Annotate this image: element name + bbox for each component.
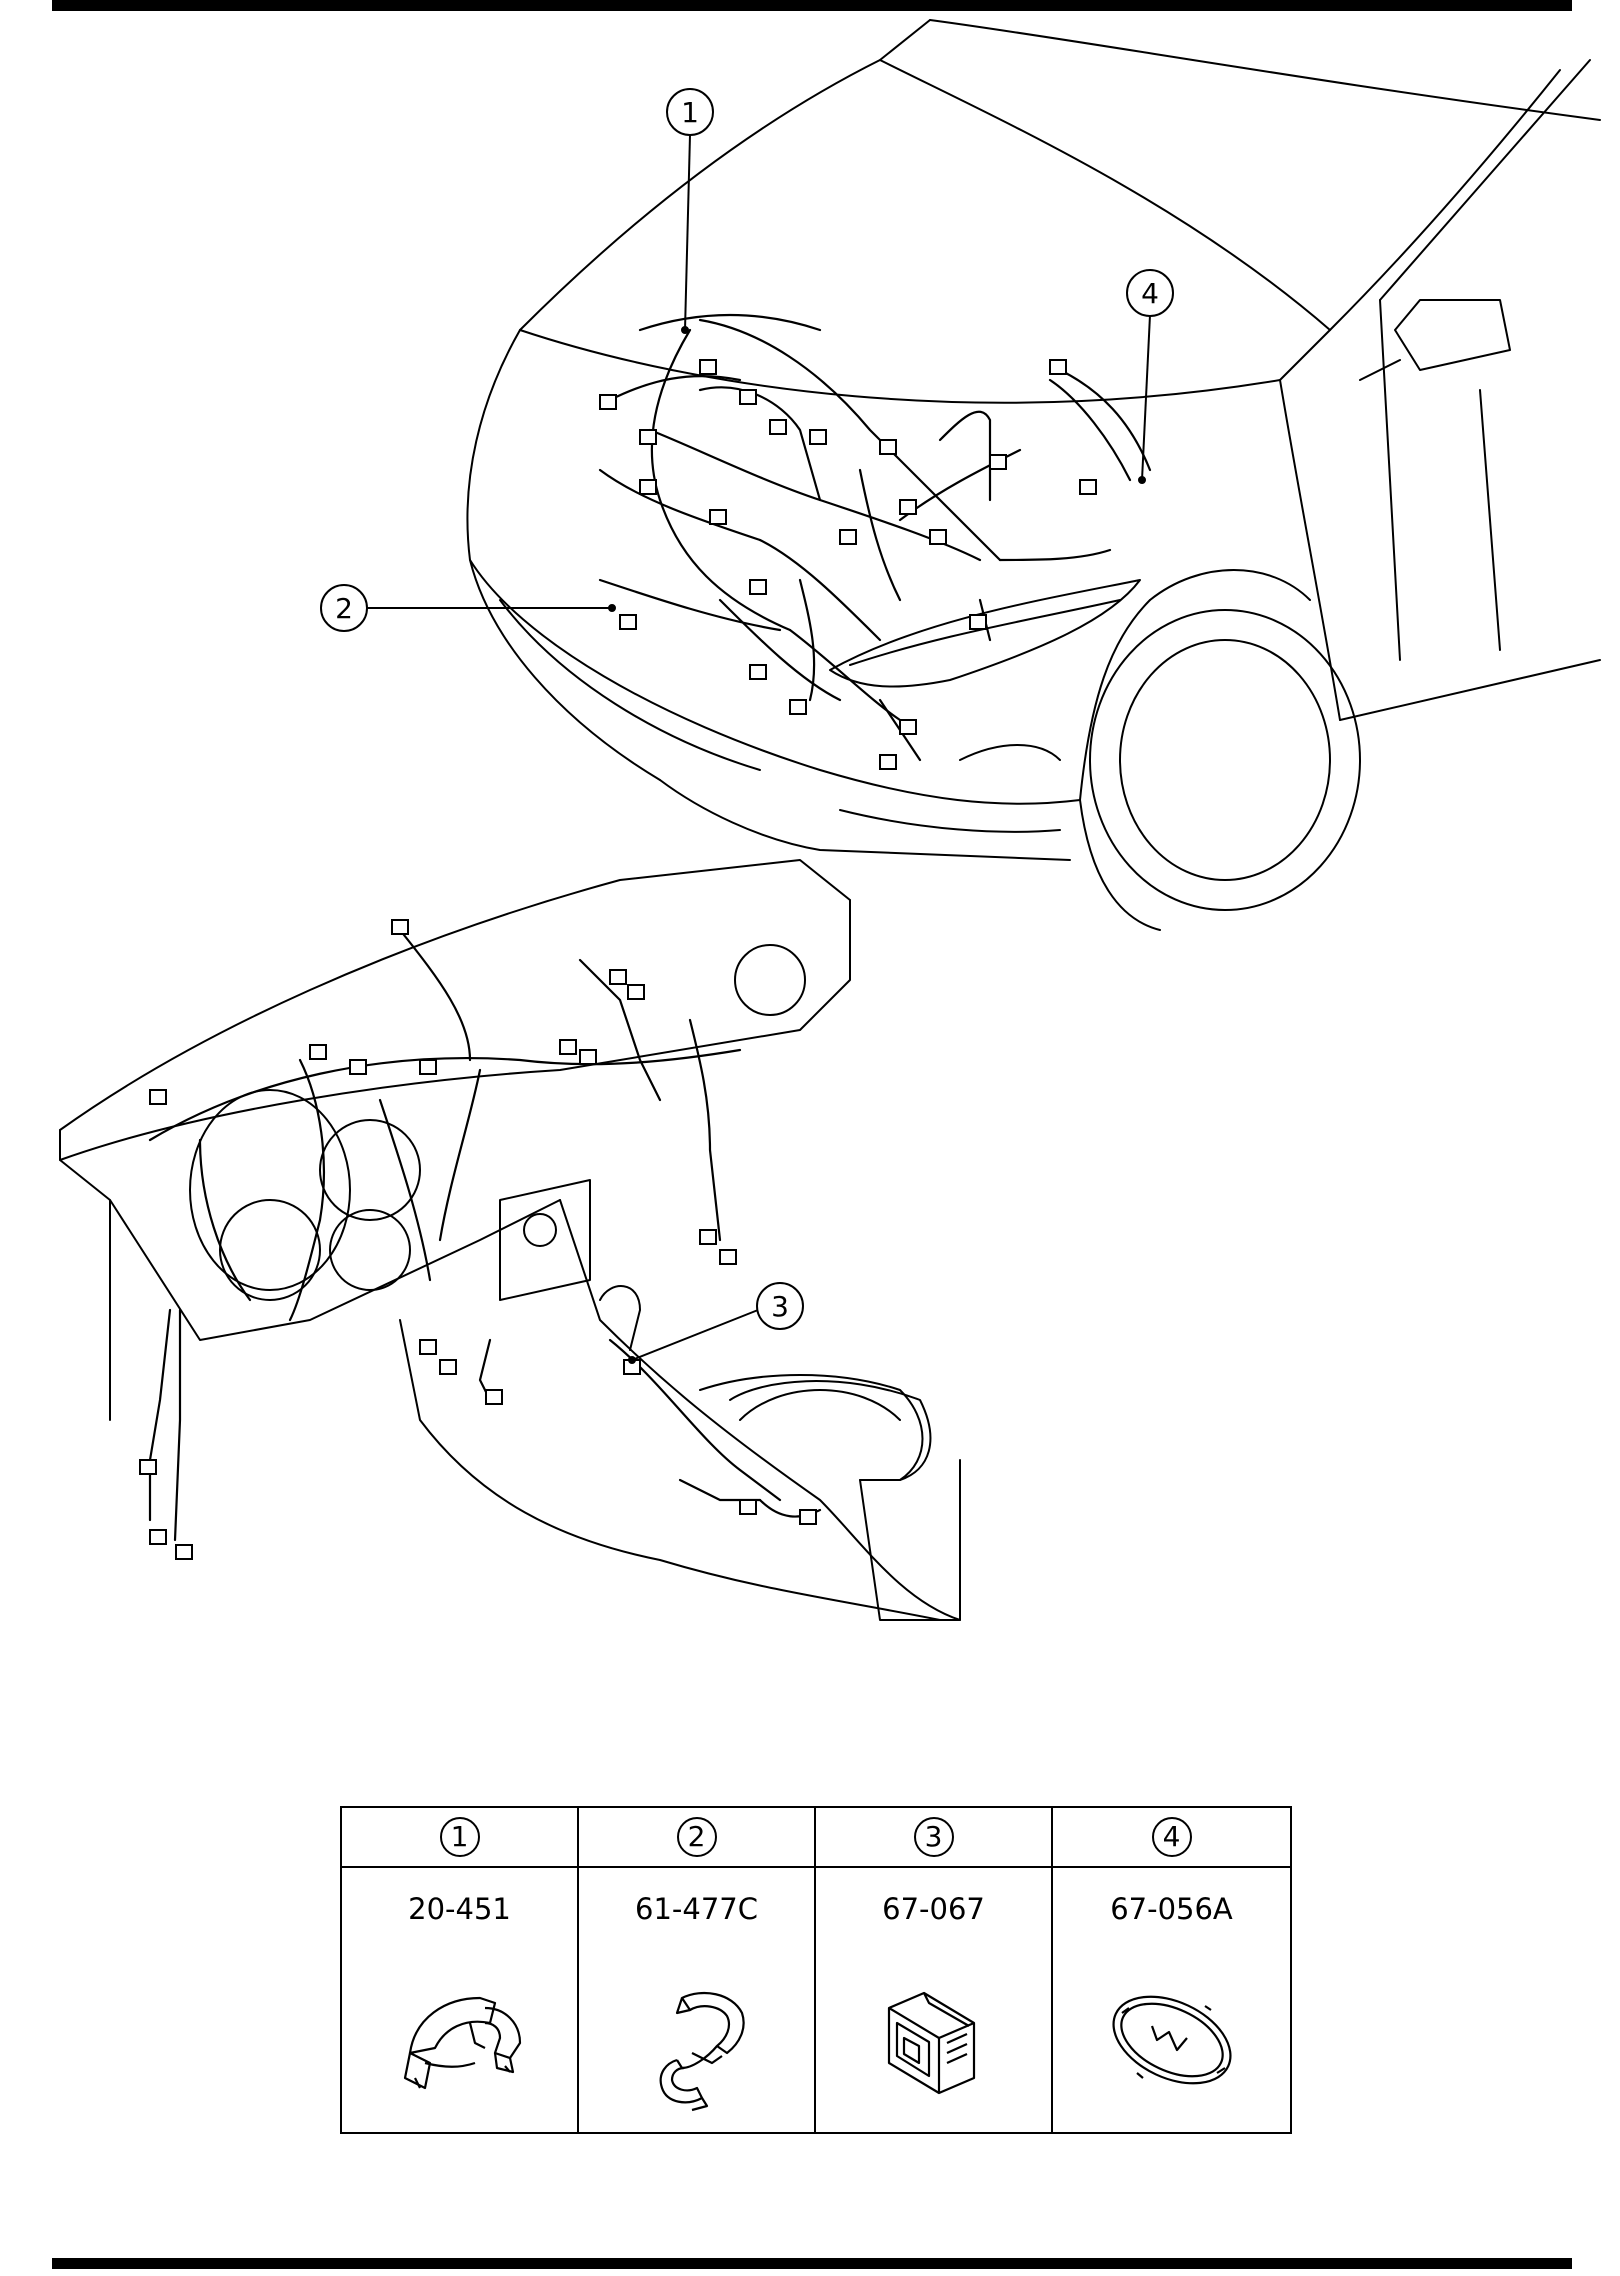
table-cell-3: 67-067: [816, 1868, 1053, 2132]
table-cell-2: 61-477C: [579, 1868, 816, 2132]
top-border-rule: [52, 0, 1572, 11]
instrument-panel-connectors: [139, 919, 817, 1560]
part-number-2: 61-477C: [635, 1892, 758, 1926]
callout-3-number: 3: [771, 1290, 789, 1323]
table-callout-2: 2: [676, 1817, 717, 1857]
callout-4-number: 4: [1141, 277, 1159, 310]
table-header-4: 4: [1053, 1808, 1290, 1868]
part-number-4: 67-056A: [1110, 1892, 1233, 1926]
harness-clip-icon: [403, 1996, 521, 2090]
dashboard-illustration: [59, 859, 961, 1621]
leader-lines: [366, 134, 1151, 1364]
instrument-panel-harness: [148, 928, 822, 1542]
table-header-3: 3: [816, 1808, 1053, 1868]
wiring-harness-diagram: 1 2 3 4: [59, 19, 1601, 1621]
table-callout-4: 4: [1151, 1817, 1192, 1857]
callout-1-number: 1: [681, 96, 699, 129]
part-number-1: 20-451: [408, 1892, 511, 1926]
part-number-3: 67-067: [882, 1892, 985, 1926]
engine-connectors: [599, 359, 1097, 770]
callout-1: 1: [666, 88, 714, 136]
callout-3: 3: [756, 1282, 804, 1330]
bottom-border-rule: [52, 2258, 1572, 2269]
table-cell-1: 20-451: [342, 1868, 579, 2132]
split-clip-icon: [659, 1991, 745, 2112]
vehicle-front-illustration: [466, 19, 1601, 931]
table-cell-4: 67-056A: [1053, 1868, 1290, 2132]
table-callout-1: 1: [439, 1817, 480, 1857]
engine-wiring-harness: [598, 313, 1152, 762]
leader-line-4: [1141, 314, 1151, 481]
connector-block-icon: [887, 1991, 975, 2095]
table-header-2: 2: [579, 1808, 816, 1868]
leader-line-3: [631, 1309, 759, 1361]
oval-grommet-icon: [1111, 1995, 1232, 2085]
parts-table: 1 2 3 4 20-451 61-477C: [340, 1806, 1292, 2134]
callout-4: 4: [1126, 269, 1174, 317]
leader-line-1: [684, 134, 691, 331]
table-callout-3: 3: [913, 1817, 954, 1857]
callout-2: 2: [320, 584, 368, 632]
table-header-1: 1: [342, 1808, 579, 1868]
callout-2-number: 2: [335, 592, 353, 625]
